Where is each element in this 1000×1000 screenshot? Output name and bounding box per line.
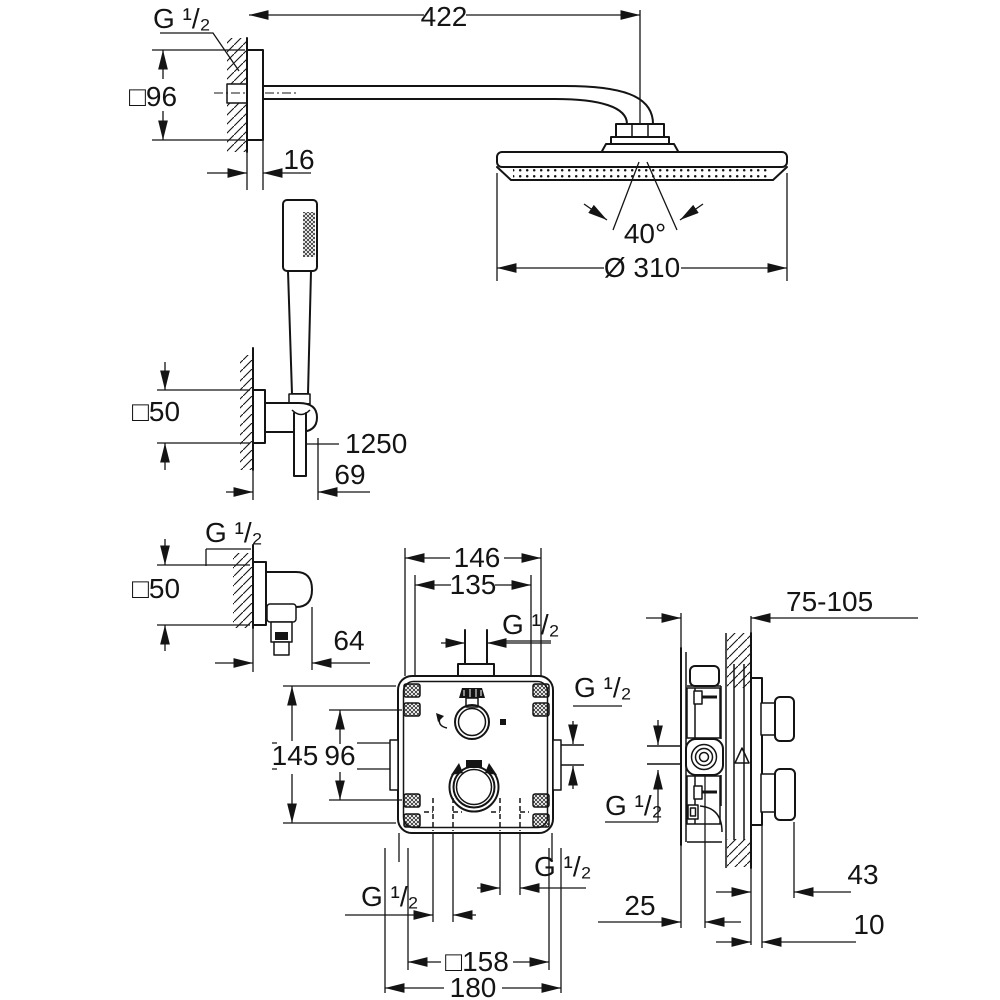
diverter-control: [436, 688, 506, 740]
clamp-screw: [693, 690, 703, 705]
stop-icon: [500, 719, 506, 725]
dim-head-diameter: Ø 310: [604, 252, 680, 283]
dim-side-box-offset: 25: [624, 890, 655, 921]
dim-holder-flange: □50: [132, 396, 180, 427]
left-outlet-tab: [389, 739, 399, 791]
screw-bosses: [403, 683, 550, 828]
dim-front-height: 145: [272, 740, 319, 771]
dim-hose-length: 1250: [345, 428, 407, 459]
lower-knob: [774, 768, 796, 821]
dim-side-plate-thickness: 10: [853, 909, 884, 940]
elbow-body: [265, 571, 313, 608]
wall-hatch: [727, 839, 751, 867]
diverter-knurled-cap: [459, 688, 485, 698]
side-outlet-hex: [685, 738, 724, 776]
lower-knob-stem: [760, 773, 776, 813]
dim-elbow-projection: 64: [333, 625, 364, 656]
dim-spray-angle: 40°: [624, 218, 666, 249]
dim-holder-projection: 69: [334, 459, 365, 490]
shower-head-view: [496, 151, 788, 231]
dim-front-bottom-left-thread: G ¹/₂: [361, 881, 419, 912]
shower-head-plate: [496, 151, 788, 168]
dim-front-top-thread: G ¹/₂: [502, 609, 560, 640]
outlet-elbow-view: [233, 544, 313, 672]
dim-elbow-flange: □50: [132, 573, 180, 604]
upper-knob-stem: [760, 702, 776, 736]
bottom-connections: [424, 798, 529, 831]
dim-front-side-thread: G ¹/₂: [574, 672, 632, 703]
holder-wall-flange: [252, 389, 266, 444]
laser-mark: [734, 747, 750, 764]
handle-ring: [448, 768, 500, 813]
hand-shower-body: [287, 270, 312, 395]
dim-side-handle-depth: 43: [847, 859, 878, 890]
thermostat-control: [448, 760, 500, 813]
trim-plate: [750, 677, 763, 826]
shower-hose: [293, 412, 307, 477]
clamp-screw: [693, 785, 703, 800]
handle-knurl: [303, 212, 315, 257]
upper-knob: [774, 696, 795, 742]
hand-shower-view: [240, 199, 318, 500]
top-pipe-collar: [457, 663, 495, 677]
elbow-wall-flange: [252, 561, 267, 626]
top-pipe: [464, 629, 488, 665]
dimensions: G ¹/₂ 422 □96 16 40° Ø 310 □50 1250: [129, 1, 918, 1000]
dim-arm-plate-thickness: 16: [283, 144, 314, 175]
right-outlet-pipe-lines: [561, 744, 584, 766]
dim-arm-flange: □96: [129, 81, 177, 112]
spray-angle-lines: [612, 161, 678, 231]
handle-tab: [466, 760, 482, 768]
wall-hatch: [233, 553, 253, 628]
mixer-front-view: [272, 629, 584, 993]
dim-side-outlet-thread: G ¹/₂: [605, 790, 663, 821]
arm-wall-flange: [246, 49, 264, 141]
dim-arm-thread: G ¹/₂: [153, 3, 211, 34]
side-outlet-pipe-lines: [647, 745, 681, 765]
shower-head-face: [496, 166, 788, 181]
shower-arm-view: [214, 37, 680, 190]
mixer-side-view: [647, 613, 796, 948]
elbow-knurled-nut: [266, 603, 297, 623]
wall-hatch: [227, 103, 247, 152]
wall-hatch: [240, 355, 253, 470]
dim-side-depth-range: 75-105: [786, 586, 873, 617]
dim-front-bottom-right-thread: G ¹/₂: [534, 851, 592, 882]
body-cap: [689, 665, 720, 687]
dim-front-width-outer: 146: [454, 542, 501, 573]
holder-bracket: [264, 402, 318, 433]
nozzle-field: [513, 169, 771, 179]
dim-front-width-inner: 135: [450, 569, 497, 600]
dim-front-trim-size: 180: [450, 972, 497, 1000]
dim-front-port-spacing: 96: [324, 740, 355, 771]
arm-nut: [615, 123, 665, 138]
lower-block: [686, 775, 721, 825]
dim-front-plate-size: □158: [445, 946, 509, 977]
wall-hatch: [227, 38, 247, 84]
right-outlet-tab: [552, 739, 562, 791]
dim-arm-length: 422: [421, 1, 468, 32]
shower-arm: [262, 85, 654, 125]
dim-elbow-thread: G ¹/₂: [205, 517, 263, 548]
wall-hatch: [727, 633, 751, 688]
